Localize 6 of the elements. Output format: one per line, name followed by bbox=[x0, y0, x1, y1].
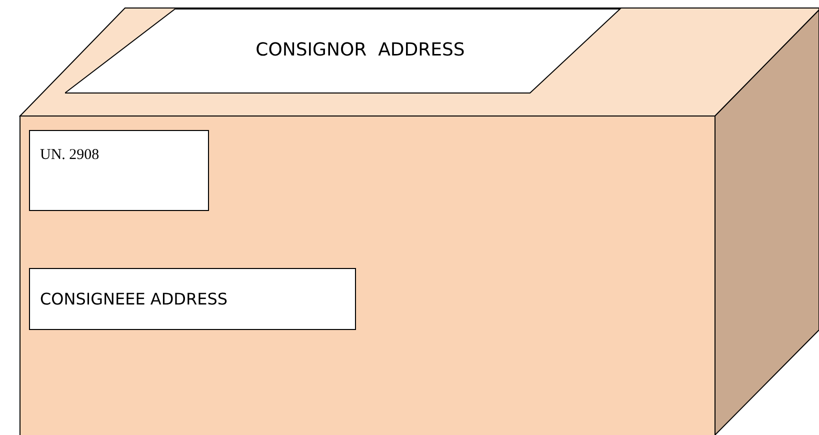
address-label bbox=[65, 8, 622, 94]
address-label bbox=[29, 268, 356, 330]
label-text: UN. 2908 bbox=[40, 147, 100, 164]
label-text: CONSIGNEEE ADDRESS bbox=[40, 290, 228, 308]
address-label bbox=[29, 130, 209, 211]
label-text: CONSIGNOR ADDRESS bbox=[256, 39, 465, 60]
